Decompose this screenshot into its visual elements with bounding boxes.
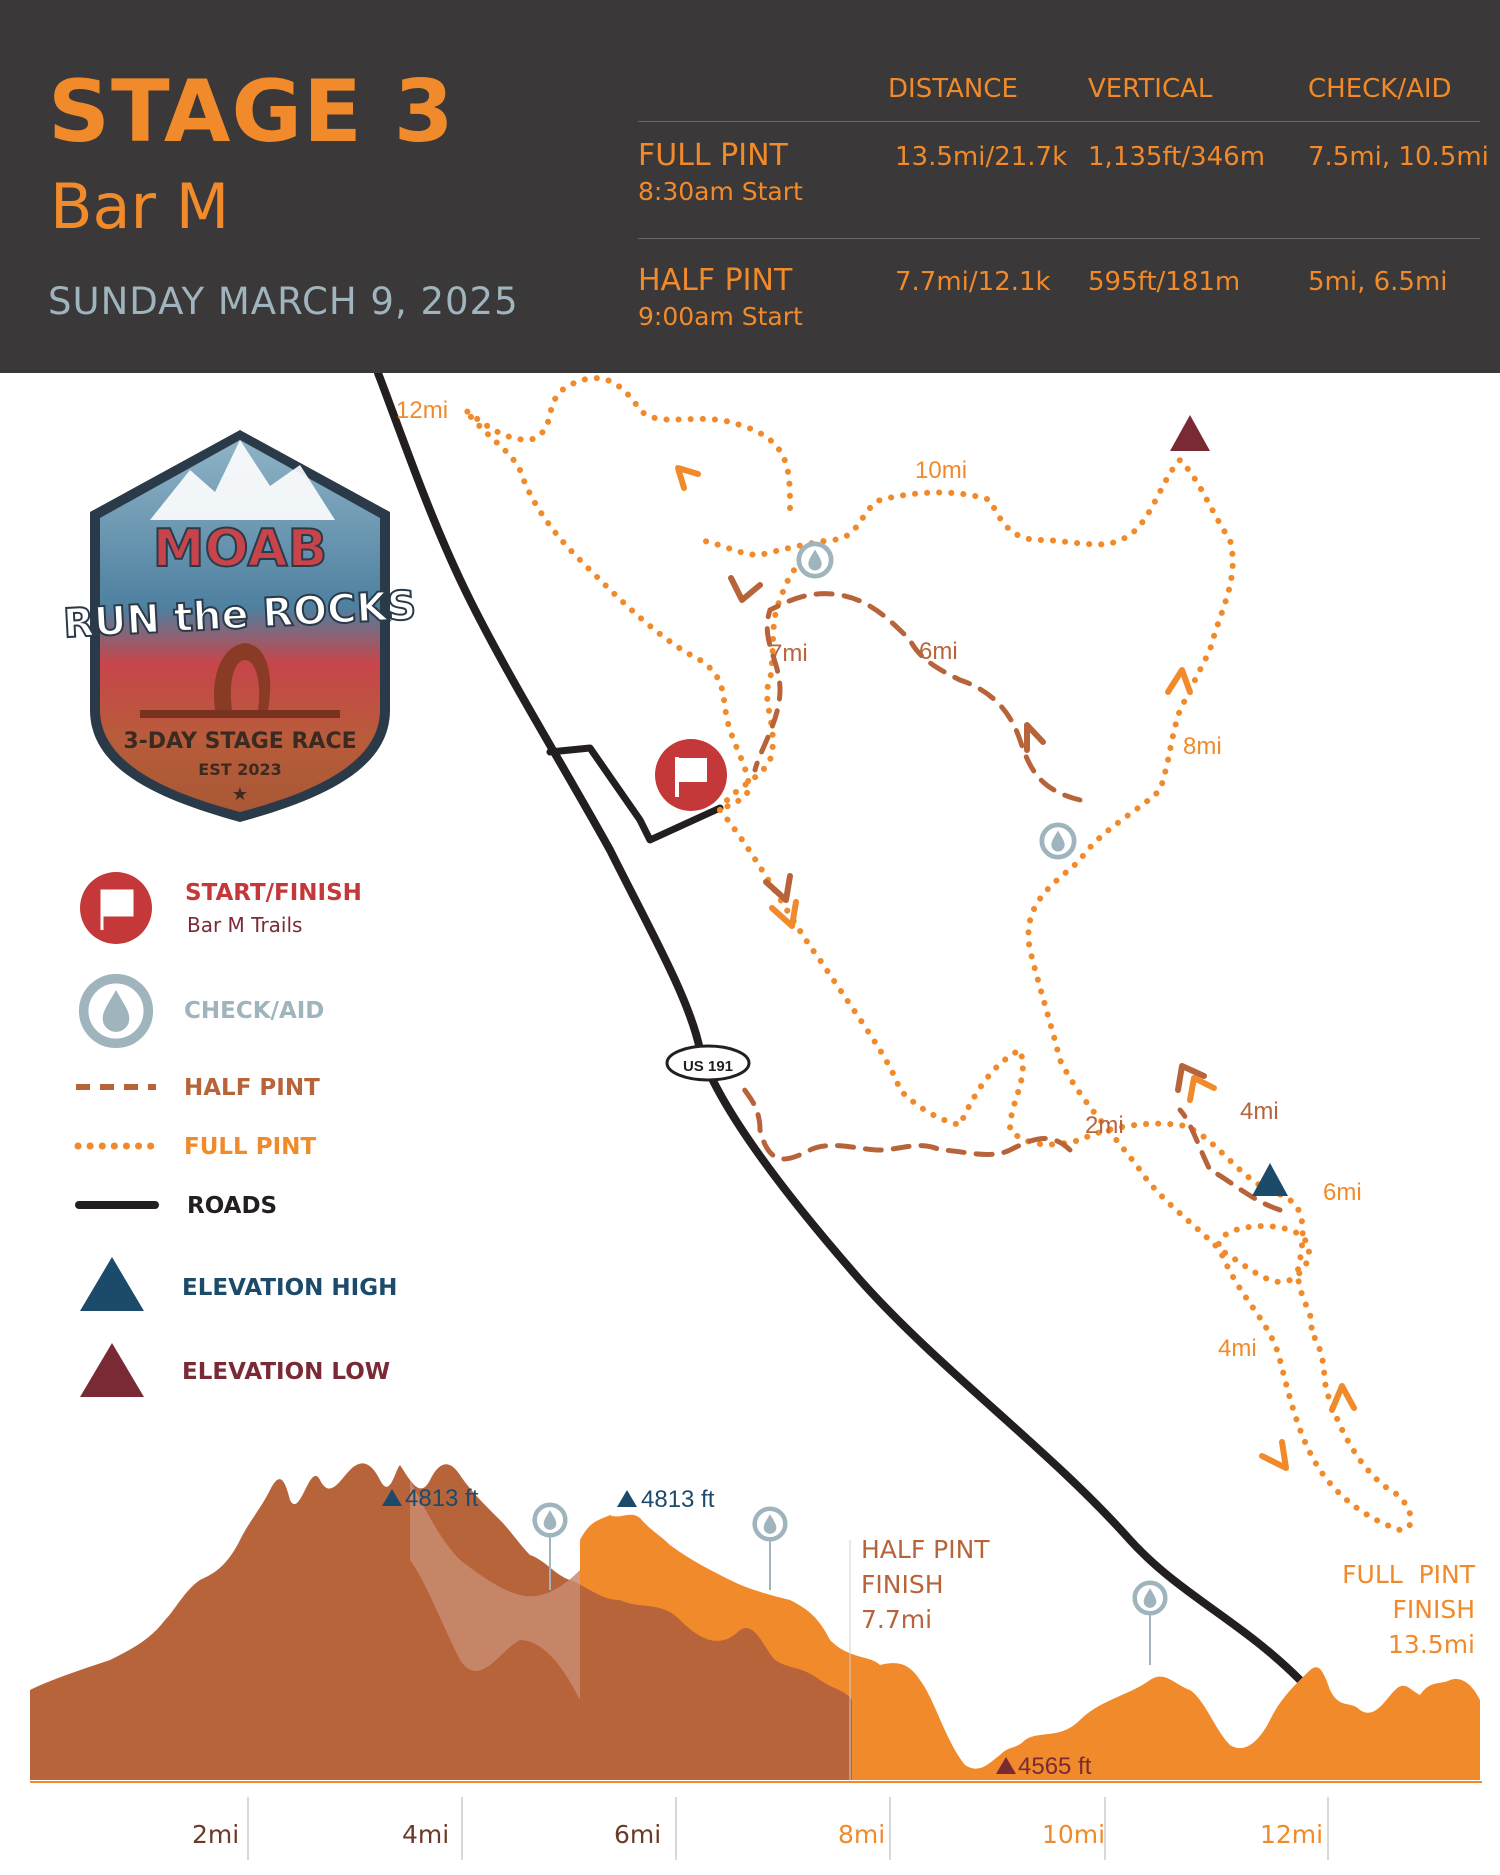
profile-high-label-2: 4813 ft — [641, 1486, 715, 1513]
arrow-chevron — [1187, 1075, 1217, 1103]
start-finish-flag-icon — [655, 739, 727, 811]
logo-text-stage-race: 3-DAY STAGE RACE — [123, 729, 356, 754]
half-check-aid: 5mi, 6.5mi — [1308, 267, 1448, 297]
legend — [74, 872, 160, 1397]
elevation-high-icon — [1252, 1163, 1288, 1196]
race-start-half: 9:00am Start — [638, 302, 803, 331]
elevation-low-icon — [996, 1757, 1016, 1774]
road-sign-us191: US 191 — [665, 1044, 751, 1082]
table-divider — [638, 238, 1480, 239]
profile-aid-icon — [1135, 1583, 1166, 1614]
half-distance: 7.7mi/12.1k — [895, 267, 1051, 297]
arrow-chevron — [1259, 1439, 1289, 1471]
road-bar-m-spur — [546, 744, 724, 844]
mile-label-4-bottom: 4mi — [1218, 1335, 1257, 1362]
legend-full-pint-label: FULL PINT — [184, 1134, 317, 1160]
full-finish-line2: FINISH — [1392, 1595, 1476, 1624]
half-finish-line3: 7.7mi — [861, 1605, 933, 1634]
legend-start-finish-label: START/FINISH — [185, 880, 362, 906]
logo-text-est: EST 2023 — [198, 760, 281, 779]
aid-station-icon — [799, 544, 831, 576]
half-finish-line1: HALF PINT — [861, 1535, 990, 1564]
full-pint-route — [697, 455, 1414, 1534]
road-label: US 191 — [683, 1058, 733, 1075]
road-us191 — [374, 373, 1304, 1684]
profile-overlap — [410, 1480, 580, 1700]
profile-half-pint — [30, 1463, 852, 1780]
stage-title: STAGE 3 — [48, 62, 455, 162]
mile-label-10: 10mi — [915, 457, 967, 484]
legend-half-pint-label: HALF PINT — [184, 1075, 320, 1101]
arrow-chevron — [675, 465, 701, 491]
arrow-chevron — [728, 575, 763, 603]
legend-start-finish-sub: Bar M Trails — [187, 913, 303, 937]
elevation-high-icon — [617, 1490, 637, 1507]
direction-arrows — [675, 465, 1357, 1471]
course-map: US 191 12mi 10mi 7mi 6mi 8mi 4mi — [30, 373, 1482, 1860]
legend-check-aid-icon — [84, 979, 149, 1044]
full-distance: 13.5mi/21.7k — [895, 142, 1068, 172]
legend-elevation-low-label: ELEVATION LOW — [182, 1359, 391, 1385]
mile-label-6-half: 6mi — [919, 638, 958, 665]
arrow-chevron — [1165, 667, 1193, 695]
star-icon: ★ — [232, 784, 248, 805]
half-pint-route — [737, 1077, 1073, 1162]
stage-location: Bar M — [50, 170, 230, 243]
elevation-high-icon — [382, 1489, 402, 1506]
mile-label-12: 12mi — [396, 397, 448, 424]
arrow-chevron — [763, 873, 793, 903]
column-header-check-aid: CHECK/AID — [1308, 74, 1452, 104]
logo-text-moab: MOAB — [153, 519, 327, 579]
x-tick-label: 10mi — [1042, 1820, 1106, 1849]
arch-icon — [214, 643, 271, 710]
moab-run-the-rocks-logo: MOAB RUN the ROCKS 3-DAY STAGE RACE EST … — [61, 430, 418, 822]
full-vertical: 1,135ft/346m — [1088, 142, 1266, 172]
x-tick-label: 6mi — [614, 1820, 662, 1849]
profile-aid-icon — [535, 1505, 566, 1536]
full-finish-line3: 13.5mi — [1388, 1630, 1475, 1659]
arrow-chevron — [1024, 722, 1046, 753]
arrow-chevron — [1175, 1063, 1207, 1093]
profile-aid-icon — [755, 1509, 786, 1540]
full-check-aid: 7.5mi, 10.5mi — [1308, 142, 1489, 172]
legend-check-aid-label: CHECK/AID — [184, 998, 325, 1024]
race-name-full: FULL PINT — [638, 138, 788, 173]
half-finish-line2: FINISH — [861, 1570, 944, 1599]
legend-elevation-low-icon — [80, 1343, 144, 1397]
arrow-chevron — [1329, 1383, 1357, 1413]
full-pint-route-west — [462, 375, 793, 813]
table-divider — [638, 121, 1480, 122]
mountain-icon — [150, 440, 335, 520]
x-tick-label: 12mi — [1260, 1820, 1324, 1849]
arrow-chevron — [769, 899, 799, 929]
column-header-vertical: VERTICAL — [1088, 74, 1213, 104]
aid-station-icon — [1042, 825, 1074, 857]
half-pint-route-north — [752, 591, 1083, 803]
column-header-distance: DISTANCE — [888, 74, 1018, 104]
race-start-full: 8:30am Start — [638, 177, 803, 206]
race-name-half: HALF PINT — [638, 263, 793, 298]
legend-elevation-high-label: ELEVATION HIGH — [182, 1275, 398, 1301]
elevation-profile: 4813 ft 4813 ft 4565 ft — [30, 1463, 1482, 1860]
mile-label-7: 7mi — [769, 640, 808, 667]
x-axis-ticks — [247, 1797, 1329, 1860]
half-vertical: 595ft/181m — [1088, 267, 1241, 297]
x-tick-label: 8mi — [838, 1820, 886, 1849]
legend-elevation-high-icon — [80, 1257, 144, 1311]
profile-high-label-1: 4813 ft — [405, 1485, 479, 1512]
header-panel: STAGE 3 Bar M SUNDAY MARCH 9, 2025 DISTA… — [0, 0, 1500, 373]
full-finish-line1: FULL PINT — [1342, 1560, 1475, 1589]
x-tick-label: 2mi — [192, 1820, 240, 1849]
mile-label-8: 8mi — [1183, 733, 1222, 760]
legend-roads-label: ROADS — [187, 1193, 278, 1219]
mile-label-6-full: 6mi — [1323, 1179, 1362, 1206]
stage-date: SUNDAY MARCH 9, 2025 — [48, 280, 519, 323]
elevation-low-icon — [1170, 415, 1210, 451]
x-tick-label: 4mi — [402, 1820, 450, 1849]
full-pint-route-loop — [717, 552, 818, 813]
mile-label-4-top: 4mi — [1240, 1098, 1279, 1125]
profile-low-label: 4565 ft — [1018, 1753, 1092, 1780]
mile-label-2: 2mi — [1085, 1112, 1124, 1139]
